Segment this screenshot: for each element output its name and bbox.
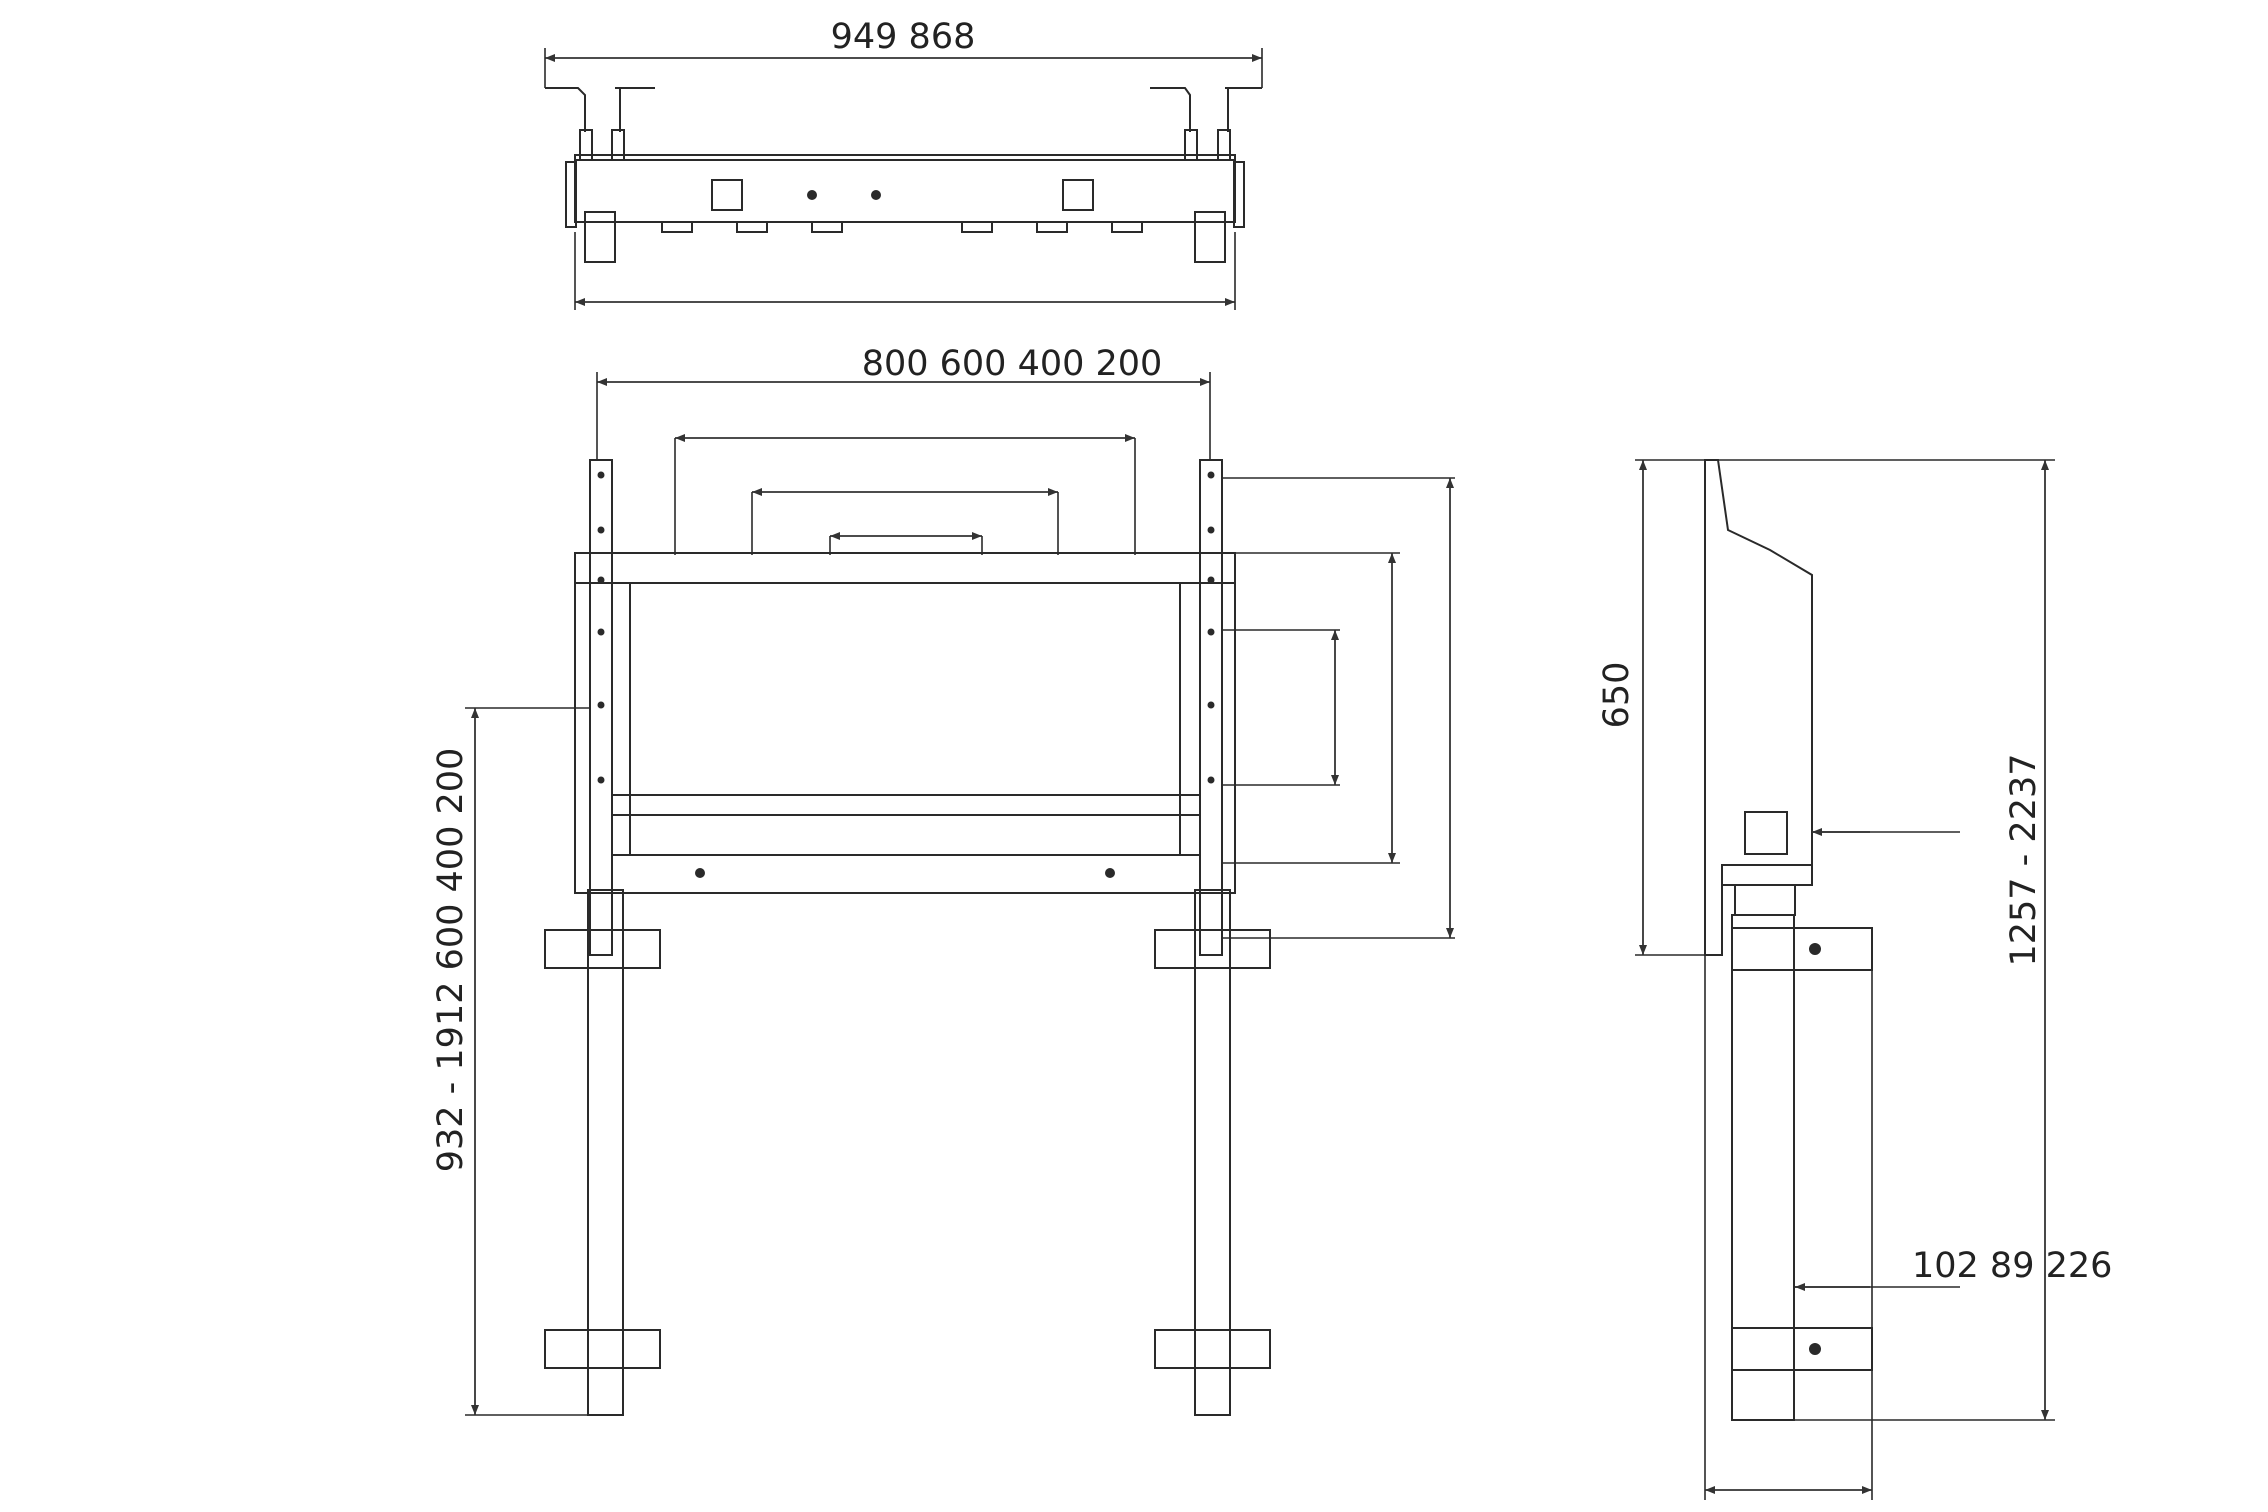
vesa-horizontal-label: 800 600 400 200 <box>862 344 1163 384</box>
side-profile <box>1704 459 1873 1421</box>
top-view-body <box>574 154 1236 223</box>
front-view: 800 600 400 200 <box>431 344 1455 1416</box>
top-end-brackets <box>579 129 1231 263</box>
front-posts <box>544 889 1271 1416</box>
side-panel-height-label: 650 <box>1597 662 1637 729</box>
vesa-arms <box>589 459 1223 956</box>
side-total-height-label: 1257 - 2237 <box>2004 753 2044 966</box>
vesa-vertical-label: 932 - 1912 600 400 200 <box>431 748 471 1173</box>
side-view: 650 1257 - 2237 102 89 226 <box>1597 459 2112 1500</box>
side-depth-label: 102 89 226 <box>1912 1246 2112 1286</box>
top-width-label: 949 868 <box>831 17 976 57</box>
top-view: 949 868 <box>544 17 1263 310</box>
front-frame <box>574 552 1236 894</box>
top-clamps <box>661 221 1143 233</box>
top-hooks <box>545 87 1262 132</box>
